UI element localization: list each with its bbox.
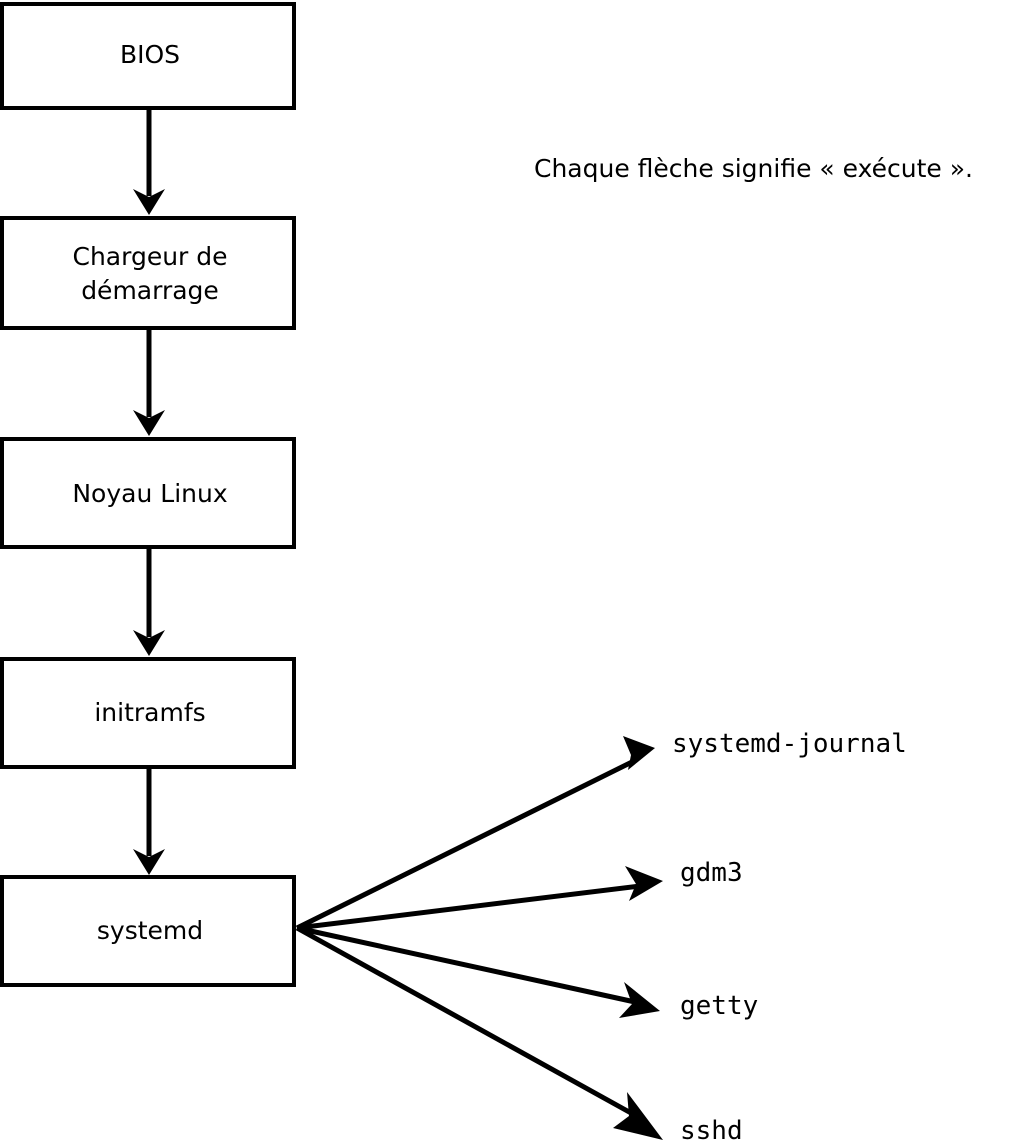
arrow-shaft	[296, 883, 641, 931]
arrow-shaft	[295, 925, 633, 1116]
node-bootloader-label-line2: démarrage	[81, 276, 219, 305]
node-initramfs[interactable]: initramfs	[0, 657, 296, 769]
node-systemd[interactable]: systemd	[0, 875, 296, 987]
arrow-bios-to-bootloader	[133, 108, 165, 215]
arrow-systemd-to-systemd-journal	[295, 736, 655, 931]
service-label-gdm3: gdm3	[680, 858, 743, 888]
arrow-head-icon	[623, 736, 655, 770]
node-bootloader-box	[0, 216, 296, 330]
node-bios-label: BIOS	[120, 40, 180, 69]
node-bootloader-label-line1: Chargeur de	[72, 242, 227, 271]
node-kernel[interactable]: Noyau Linux	[0, 437, 296, 549]
arrow-head-icon	[619, 982, 660, 1018]
arrow-shaft	[296, 925, 636, 1005]
service-label-getty: getty	[680, 991, 758, 1021]
arrow-shaft	[295, 757, 638, 931]
node-kernel-label: Noyau Linux	[72, 479, 227, 508]
arrow-head-icon	[133, 630, 165, 656]
arrow-initramfs-to-systemd	[133, 767, 165, 875]
node-systemd-box	[0, 875, 296, 987]
arrow-head-icon	[133, 189, 165, 215]
arrow-head-icon	[625, 866, 663, 901]
node-bios-box	[0, 2, 296, 110]
arrow-head-icon	[133, 849, 165, 875]
arrow-systemd-to-getty	[296, 925, 660, 1018]
service-label-sshd: sshd	[680, 1116, 743, 1144]
arrow-head-icon	[133, 410, 165, 436]
node-initramfs-box	[0, 657, 296, 769]
node-systemd-label: systemd	[97, 916, 203, 945]
arrow-kernel-to-initramfs	[133, 547, 165, 656]
service-label-systemd-journal: systemd-journal	[672, 729, 907, 759]
node-bios[interactable]: BIOS	[0, 2, 296, 110]
node-initramfs-label: initramfs	[94, 698, 205, 727]
arrow-systemd-to-sshd	[295, 925, 663, 1140]
arrow-head-icon	[613, 1092, 663, 1140]
annotation-arrow-meaning: Chaque flèche signifie « exécute ».	[534, 154, 973, 183]
arrow-bootloader-to-kernel	[133, 328, 165, 436]
node-bootloader[interactable]: Chargeur de démarrage	[0, 216, 296, 330]
arrow-systemd-to-gdm3	[296, 866, 663, 931]
